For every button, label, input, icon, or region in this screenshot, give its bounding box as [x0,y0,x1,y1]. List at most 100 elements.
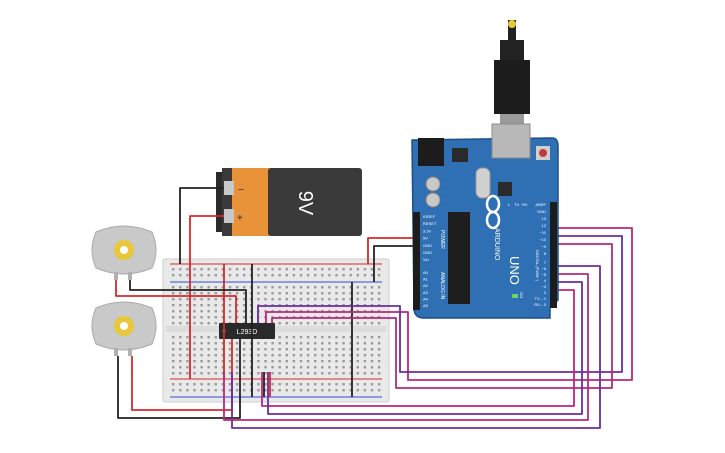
breadboard-hole[interactable] [179,372,182,375]
breadboard-hole[interactable] [342,348,345,351]
breadboard-hole[interactable] [271,292,274,295]
breadboard-hole[interactable] [292,322,296,325]
breadboard-hole[interactable] [328,383,331,386]
breadboard-hole[interactable] [200,383,203,386]
breadboard-hole[interactable] [193,372,196,375]
breadboard-hole[interactable] [278,360,281,363]
breadboard-hole[interactable] [179,322,182,325]
breadboard-hole[interactable] [370,389,374,392]
breadboard-hole[interactable] [328,372,331,375]
motor-bottom[interactable] [91,301,157,356]
breadboard-hole[interactable] [335,383,338,386]
breadboard-hole[interactable] [314,298,317,301]
breadboard-hole[interactable] [306,354,310,357]
breadboard-hole[interactable] [363,360,367,363]
breadboard-hole[interactable] [207,316,210,319]
breadboard-hole[interactable] [363,389,367,392]
l293d-chip[interactable]: L293D [219,323,275,339]
breadboard-hole[interactable] [235,389,239,392]
breadboard-hole[interactable] [314,292,317,295]
breadboard-hole[interactable] [349,372,352,375]
breadboard-hole[interactable] [292,389,296,392]
breadboard-hole[interactable] [221,310,225,313]
breadboard-hole[interactable] [200,336,203,339]
breadboard-hole[interactable] [221,274,225,277]
breadboard[interactable] [162,258,390,403]
breadboard-hole[interactable] [328,268,331,271]
breadboard-hole[interactable] [257,360,260,363]
breadboard-hole[interactable] [193,286,196,289]
breadboard-hole[interactable] [200,360,203,363]
breadboard-hole[interactable] [356,286,359,289]
breadboard-hole[interactable] [377,348,381,351]
breadboard-hole[interactable] [179,354,182,357]
breadboard-hole[interactable] [292,342,296,345]
breadboard-hole[interactable] [207,268,210,271]
breadboard-hole[interactable] [377,274,381,277]
breadboard-hole[interactable] [235,348,239,351]
breadboard-hole[interactable] [172,268,175,271]
wire-arduino-gnd[interactable] [373,245,416,282]
breadboard-hole[interactable] [186,336,189,339]
breadboard-hole[interactable] [257,274,260,277]
breadboard-hole[interactable] [235,274,239,277]
breadboard-hole[interactable] [228,268,232,271]
breadboard-hole[interactable] [172,310,175,313]
breadboard-hole[interactable] [321,286,324,289]
breadboard-hole[interactable] [306,286,310,289]
breadboard-hole[interactable] [264,274,267,277]
breadboard-hole[interactable] [193,310,196,313]
breadboard-hole[interactable] [221,268,225,271]
breadboard-hole[interactable] [200,298,203,301]
breadboard-hole[interactable] [370,292,374,295]
wire-arduino-5v[interactable] [367,237,416,264]
breadboard-hole[interactable] [186,304,189,307]
breadboard-hole[interactable] [363,268,367,271]
breadboard-hole[interactable] [342,336,345,339]
breadboard-hole[interactable] [321,268,324,271]
breadboard-hole[interactable] [179,348,182,351]
breadboard-hole[interactable] [179,366,182,369]
breadboard-hole[interactable] [299,360,303,363]
breadboard-hole[interactable] [228,310,232,313]
breadboard-hole[interactable] [179,360,182,363]
breadboard-hole[interactable] [306,268,310,271]
breadboard-hole[interactable] [186,310,189,313]
breadboard-hole[interactable] [349,274,352,277]
battery-terminal-negative[interactable] [224,181,234,195]
breadboard-hole[interactable] [193,389,196,392]
breadboard-hole[interactable] [342,298,345,301]
breadboard-hole[interactable] [299,342,303,345]
breadboard-hole[interactable] [377,322,381,325]
breadboard-hole[interactable] [356,372,359,375]
breadboard-hole[interactable] [328,366,331,369]
breadboard-hole[interactable] [200,354,203,357]
breadboard-hole[interactable] [370,268,374,271]
breadboard-hole[interactable] [228,298,232,301]
breadboard-hole[interactable] [221,348,225,351]
breadboard-hole[interactable] [314,336,317,339]
breadboard-hole[interactable] [257,372,260,375]
breadboard-hole[interactable] [306,360,310,363]
breadboard-hole[interactable] [314,274,317,277]
breadboard-hole[interactable] [321,360,324,363]
breadboard-hole[interactable] [264,389,267,392]
wire-battery-negative[interactable] [179,187,224,264]
breadboard-hole[interactable] [356,274,359,277]
breadboard-hole[interactable] [200,310,203,313]
breadboard-hole[interactable] [321,348,324,351]
breadboard-hole[interactable] [200,366,203,369]
breadboard-hole[interactable] [172,322,175,325]
breadboard-hole[interactable] [278,336,281,339]
breadboard-hole[interactable] [235,310,239,313]
breadboard-hole[interactable] [377,354,381,357]
breadboard-hole[interactable] [179,316,182,319]
breadboard-hole[interactable] [271,383,274,386]
breadboard-hole[interactable] [285,322,288,325]
breadboard-hole[interactable] [200,268,203,271]
breadboard-hole[interactable] [299,383,303,386]
breadboard-hole[interactable] [342,372,345,375]
breadboard-hole[interactable] [285,366,288,369]
breadboard-hole[interactable] [278,383,281,386]
breadboard-hole[interactable] [278,292,281,295]
